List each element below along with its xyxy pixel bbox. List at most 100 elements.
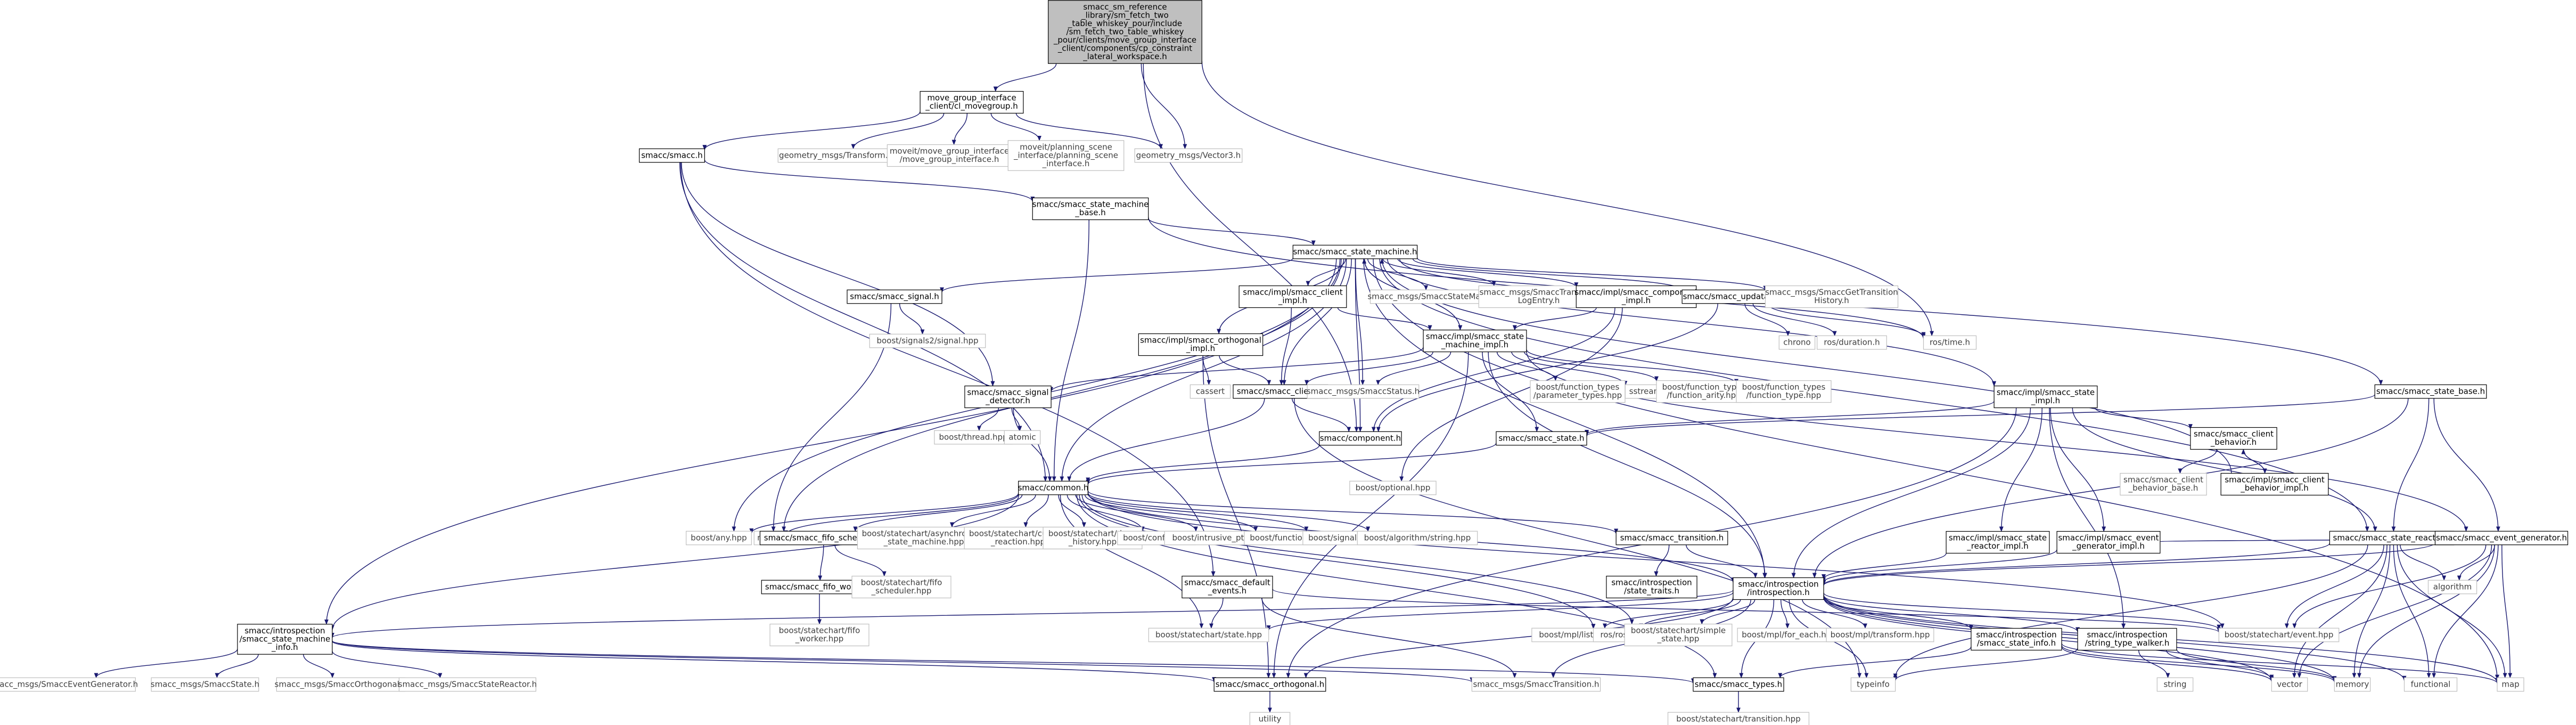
node-fifoworkerhpp: boost/statechart/fifo_worker.hpp <box>769 623 869 647</box>
node-statetraits[interactable]: smacc/introspection/state_traits.h <box>1606 575 1697 599</box>
node-label: _events.h <box>1208 586 1246 596</box>
edge-state_impl-to-state <box>1585 401 1995 435</box>
edge-statebase-to-state <box>1585 394 2375 437</box>
node-label: smacc_msgs/SmaccStateReactor.h <box>398 679 537 689</box>
edge-transition-to-introspection <box>1686 544 1758 579</box>
node-ftparam: boost/function_types/parameter_types.hpp <box>1530 380 1626 403</box>
node-box <box>2120 473 2207 496</box>
node-component[interactable]: smacc/component.h <box>1319 431 1402 446</box>
node-label: boost/thread.hpp <box>939 432 1007 442</box>
node-state_impl[interactable]: smacc/impl/smacc_state_impl.h <box>1993 385 2098 409</box>
node-sm[interactable]: smacc/smacc_state_machine.h <box>1292 245 1418 259</box>
edge-state_impl-to-sreact_impl <box>1999 408 2042 532</box>
node-label: _generator_impl.h <box>2072 541 2145 551</box>
node-rosduration: ros/duration.h <box>1817 335 1887 350</box>
node-signal[interactable]: smacc/smacc_signal.h <box>847 289 942 304</box>
node-label: _state_machine.hpp <box>883 537 964 547</box>
node-box <box>237 624 333 655</box>
edge-sminfo-to-orthogonal <box>332 641 1216 683</box>
node-label: smacc/smacc_transition.h <box>1620 533 1724 543</box>
node-label: smacc/smacc_types.h <box>1695 679 1782 689</box>
node-smacc[interactable]: smacc/smacc.h <box>639 148 705 163</box>
node-box <box>151 677 259 692</box>
node-string: string <box>2156 677 2194 692</box>
node-label: smacc/impl/smacc_state <box>1426 332 1524 342</box>
node-mplforeach: boost/mpl/for_each.hpp <box>1737 628 1841 642</box>
node-clbeh_impl[interactable]: smacc/impl/smacc_client_behavior_impl.h <box>2220 473 2329 496</box>
edge-sm-to-state_impl <box>1387 258 1997 387</box>
edge-common-to-algostring <box>1087 492 1371 532</box>
edge-mgi-to-smacc <box>702 111 921 151</box>
edge-sreactor-to-functional <box>2393 544 2431 679</box>
node-clbeh[interactable]: smacc/smacc_client_behavior.h <box>2190 427 2277 450</box>
edge-updatable-to-component <box>1376 303 1718 433</box>
edge-smacc-to-smbase <box>704 159 1035 202</box>
node-label: moveit/move_group_interface <box>890 146 1009 157</box>
node-comp_impl[interactable]: smacc/impl/smacc_component_impl.h <box>1574 285 1698 308</box>
node-label: functional <box>2411 679 2451 689</box>
node-msg_sreact: smacc_msgs/SmaccStateReactor.h <box>398 677 537 692</box>
edge-statebase-to-sreactor <box>2391 398 2430 532</box>
node-cassert: cassert <box>1189 384 1231 399</box>
node-label: vector <box>2277 679 2302 689</box>
node-gmtransform: geometry_msgs/Transform.h <box>777 148 895 163</box>
node-rostime: ros/time.h <box>1923 335 1977 350</box>
node-smbase[interactable]: smacc/smacc_state_machine_base.h <box>1032 197 1149 221</box>
edge-sreactor-to-introspection <box>1822 543 2331 585</box>
node-sreactor[interactable]: smacc/smacc_state_reactor.h <box>2329 531 2455 545</box>
node-simplestate: boost/statechart/simple_state.hpp <box>1624 623 1733 647</box>
node-sigdet[interactable]: smacc/smacc_signal_detector.h <box>964 385 1052 409</box>
node-evgen_impl[interactable]: smacc/impl/smacc_event_generator_impl.h <box>2056 531 2161 554</box>
node-box <box>964 385 1052 409</box>
node-label: _history.hpp <box>1068 537 1117 547</box>
node-label: smacc/smacc_client <box>2123 475 2203 485</box>
node-box <box>777 148 895 163</box>
node-box <box>1733 577 1824 600</box>
node-statebase[interactable]: smacc/smacc_state_base.h <box>2374 384 2487 399</box>
node-orth_impl[interactable]: smacc/impl/smacc_orthogonal_impl.h <box>1138 333 1264 356</box>
node-box <box>1736 380 1832 403</box>
node-anyhpp: boost/any.hpp <box>686 531 752 545</box>
node-state[interactable]: smacc/smacc_state.h <box>1496 431 1587 446</box>
node-common[interactable]: smacc/common.h <box>1018 480 1089 495</box>
node-root[interactable]: smacc_sm_reference_library/sm_fetch_two_… <box>1048 0 1202 64</box>
node-label: algorithm <box>2433 582 2472 591</box>
edge-introspection-to-sminfo <box>330 590 1734 638</box>
node-label: typeinfo <box>1857 679 1890 689</box>
node-orthogonal[interactable]: smacc/smacc_orthogonal.h <box>1213 677 1326 692</box>
node-introspection[interactable]: smacc/introspection/introspection.h <box>1733 577 1824 600</box>
edge-sm-to-msg_trlog <box>1382 258 1496 287</box>
node-box <box>1606 575 1697 599</box>
node-label: smacc_msgs/SmaccOrthogonal.h <box>275 679 407 689</box>
node-transition[interactable]: smacc/smacc_transition.h <box>1615 531 1728 545</box>
node-box <box>1182 575 1273 599</box>
node-chrono: chrono <box>1778 335 1816 350</box>
edge-sreactor-to-eventhpp <box>2284 544 2384 629</box>
edge-sm-to-updatable <box>1412 258 1684 291</box>
node-strwalker[interactable]: smacc/introspection/string_type_walker.h <box>2077 628 2177 651</box>
edge-client_impl-to-client <box>1279 307 1292 386</box>
node-sreact_impl[interactable]: smacc/impl/smacc_state_reactor_impl.h <box>1946 531 2050 554</box>
node-fttype: boost/function_types/function_type.hpp <box>1736 380 1832 403</box>
node-label: _behavior_base.h <box>2128 483 2198 493</box>
node-box <box>1850 677 1896 692</box>
node-client_impl[interactable]: smacc/impl/smacc_client_impl.h <box>1238 285 1347 308</box>
node-label: /smacc_state_machine <box>240 634 331 644</box>
node-functional: functional <box>2403 677 2458 692</box>
node-types[interactable]: smacc/smacc_types.h <box>1693 677 1784 692</box>
node-sm_impl[interactable]: smacc/impl/smacc_state_machine_impl.h <box>1423 329 1527 353</box>
node-mgi[interactable]: move_group_interface_client/cl_movegroup… <box>920 91 1024 114</box>
edge-sm-to-msg_gettr <box>1416 257 1768 291</box>
node-label: move_group_interface <box>927 93 1016 103</box>
node-stateinfo[interactable]: smacc/introspection/smacc_state_info.h <box>1971 628 2062 651</box>
node-label: smacc/smacc_state_machine <box>1032 200 1149 210</box>
node-box <box>2190 427 2277 450</box>
node-box <box>1737 628 1841 642</box>
node-label: boost/mpl/for_each.hpp <box>1742 630 1836 640</box>
node-evgen[interactable]: smacc/smacc_event_generator.h <box>2434 531 2569 545</box>
node-sminfo[interactable]: smacc/introspection/smacc_state_machine_… <box>237 624 333 655</box>
edge-common-to-signals2 <box>1087 493 1309 532</box>
edge-state_impl-to-clbeh <box>2095 408 2193 430</box>
node-defevents[interactable]: smacc/smacc_default_events.h <box>1182 575 1273 599</box>
